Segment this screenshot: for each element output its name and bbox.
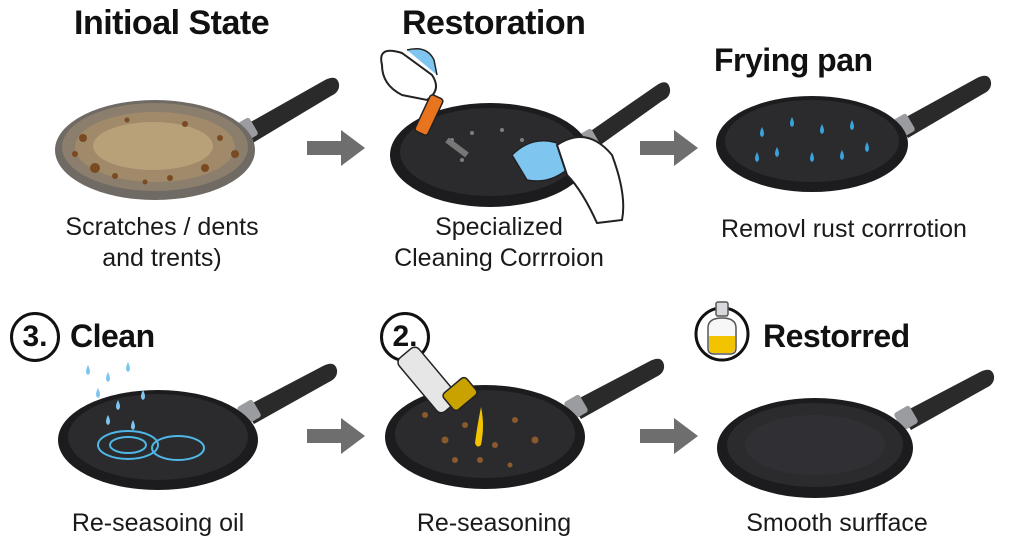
step4-caption: Re-seasoing oil xyxy=(66,508,250,539)
step1-caption-line2: and trents) xyxy=(102,244,222,272)
step1-caption: Scratches / dents and trents) xyxy=(62,212,262,274)
step-number-badge: 3. xyxy=(10,312,60,362)
restored-pan-image xyxy=(717,369,995,498)
step4-caption-line1: Re-seasoing oil xyxy=(71,509,245,537)
water-drops-icon xyxy=(755,117,869,162)
gloved-hand-scraper-icon xyxy=(380,48,469,158)
step6-title: Restorred xyxy=(763,318,910,354)
arrow-right-icon xyxy=(640,418,698,454)
oil-tube-icon xyxy=(397,346,483,447)
step6-caption-line1: Smooth surfface xyxy=(746,509,928,537)
water-drops-icon xyxy=(86,362,145,430)
step5-caption-line1: Re-seasoning xyxy=(416,509,572,537)
step1-title: Initioal State xyxy=(74,4,270,42)
arrow-right-icon xyxy=(307,418,365,454)
rusty-pan-image xyxy=(55,77,340,200)
step3-caption-line1: Removl rust corrrotion xyxy=(721,215,967,243)
step3-title: Frying pan xyxy=(714,42,873,78)
step2-caption: Specialized Cleaning Corrroion xyxy=(394,212,604,274)
step2-caption-line2: Cleaning Corrroion xyxy=(394,244,604,272)
step5-caption: Re-seasoning xyxy=(414,508,574,539)
step2-title: Restoration xyxy=(402,4,586,42)
clean-pan-image xyxy=(58,362,338,490)
step1-caption-line1: Scratches / dents xyxy=(65,213,259,241)
step2-caption-line1: Specialized xyxy=(435,213,563,241)
arrow-right-icon xyxy=(640,130,698,166)
arrow-right-icon xyxy=(307,130,365,166)
step6-caption: Smooth surfface xyxy=(745,508,929,539)
oiled-pan-image xyxy=(385,346,665,489)
hand-cloth-icon xyxy=(511,136,625,225)
restoration-pan-image xyxy=(380,48,671,225)
step4-title: Clean xyxy=(70,318,155,354)
step3-caption: Removl rust corrrotion xyxy=(713,214,975,245)
wet-pan-image xyxy=(716,75,992,192)
oil-bottle-icon xyxy=(694,301,750,362)
